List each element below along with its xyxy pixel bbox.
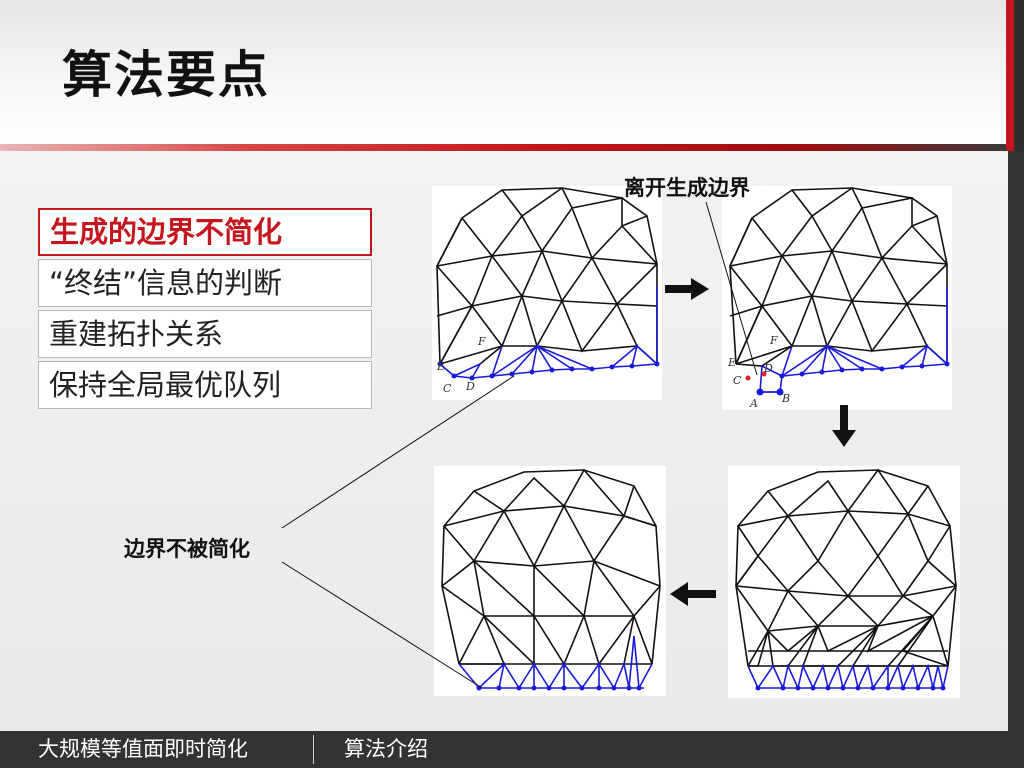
label-leave-boundary: 离开生成边界 [624, 176, 750, 200]
arrow-left [670, 582, 716, 606]
mesh-2-edges [729, 186, 948, 367]
mesh-2-svg: E F C D A B [727, 186, 950, 410]
slide-title: 算法要点 [62, 46, 270, 104]
vertex-label-e: E [436, 360, 445, 373]
mesh-diagram-2: E F C D A B [722, 186, 952, 410]
mesh-2-vertex-labels: E F C D A B [727, 334, 790, 410]
mesh-2-removed-vertices [745, 371, 767, 381]
mesh-diagram-4 [434, 466, 666, 696]
arrow-right [665, 278, 709, 300]
vertex-label-b: B [781, 392, 790, 405]
mesh-3-svg [735, 468, 957, 691]
arrow-down [832, 405, 856, 447]
key-point-item-termination: “终结”信息的判断 [38, 259, 372, 307]
footer-divider [313, 735, 314, 764]
mesh-1-edges [436, 186, 658, 365]
mesh-4-boundary-vertices [476, 685, 642, 691]
key-point-item-boundary: 生成的边界不简化 [38, 208, 372, 256]
mesh-3-edges [735, 468, 957, 667]
edge-bar [1008, 151, 1024, 768]
footer-course-title: 大规模等值面即时简化 [38, 737, 248, 761]
footer-section-title: 算法介绍 [344, 737, 428, 761]
key-point-item-queue: 保持全局最优队列 [38, 361, 372, 409]
mesh-4-svg [441, 468, 661, 691]
key-points-list: 生成的边界不简化 “终结”信息的判断 重建拓扑关系 保持全局最优队列 [38, 208, 372, 412]
mesh-diagram-1: E F C D [432, 186, 662, 400]
vertex-label-d: D [465, 380, 475, 393]
accent-bar [1006, 0, 1014, 151]
mesh-2-boundary-vertices [756, 361, 950, 396]
mesh-2-boundary [759, 286, 948, 393]
label-boundary-not-simplified: 边界不被简化 [124, 537, 250, 561]
vertex-label-c: C [733, 374, 742, 387]
vertex-label-f: F [769, 334, 778, 347]
vertex-label-d: D [763, 362, 773, 375]
slide-header: 算法要点 [0, 0, 1008, 144]
mesh-3-boundary-vertices [755, 685, 946, 691]
key-point-item-topology: 重建拓扑关系 [38, 310, 372, 358]
header-divider [0, 144, 1008, 151]
vertex-label-c: C [443, 382, 452, 395]
mesh-1-svg: E F C D [436, 186, 660, 395]
mesh-4-edges [441, 468, 661, 666]
mesh-diagram-3 [728, 466, 960, 698]
edge-bar-top [1014, 0, 1024, 151]
vertex-label-f: F [477, 335, 486, 348]
mesh-4-boundary [458, 635, 653, 691]
slide-footer: 大规模等值面即时简化 算法介绍 [0, 731, 1008, 768]
mesh-3-boundary [747, 663, 949, 691]
vertex-label-a: A [749, 397, 758, 410]
vertex-label-e: E [727, 356, 736, 369]
